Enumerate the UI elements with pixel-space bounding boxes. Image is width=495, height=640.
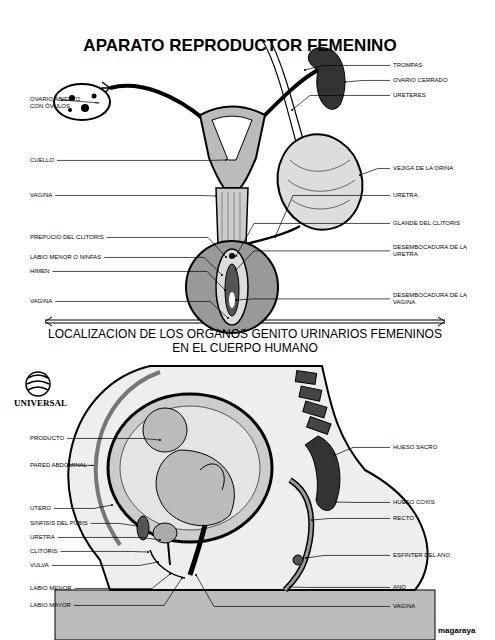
leader-dot bbox=[225, 159, 227, 161]
part-label: VAGINA bbox=[393, 603, 415, 610]
leader-dot bbox=[224, 289, 226, 291]
leader-line bbox=[292, 95, 390, 110]
part-label: HUESO SACRO bbox=[393, 444, 437, 451]
leader-line bbox=[52, 271, 225, 290]
leader-line bbox=[290, 587, 390, 588]
leader-dot bbox=[289, 586, 291, 588]
leader-line bbox=[335, 447, 390, 455]
leader-line bbox=[360, 168, 390, 175]
leader-line bbox=[196, 575, 390, 606]
leader-line bbox=[54, 505, 112, 508]
leader-dot bbox=[157, 561, 159, 563]
leader-line bbox=[91, 523, 137, 526]
part-label: URETERES bbox=[393, 92, 426, 99]
leader-line bbox=[57, 160, 226, 161]
leader-line bbox=[236, 299, 390, 300]
part-label: OVARIO ABIERTO CON ÓVULOS bbox=[30, 96, 92, 110]
part-label: PRODUCTO bbox=[30, 435, 64, 442]
leader-dot bbox=[225, 256, 227, 258]
leader-dot bbox=[235, 255, 237, 257]
part-label: CLITORIS bbox=[30, 548, 58, 555]
part-label: SINFISIS DEL PUBIS bbox=[30, 520, 88, 527]
part-label: ANO bbox=[393, 584, 406, 591]
diagram-title: APARATO REPRODUCTOR FEMENINO bbox=[20, 36, 460, 56]
logo-mark bbox=[26, 372, 50, 396]
leader-dot bbox=[215, 195, 217, 197]
leader-line bbox=[107, 237, 226, 257]
part-label: RECTO bbox=[393, 515, 414, 522]
part-label: VEJIGA DE LA ORINA bbox=[393, 165, 453, 172]
leader-line bbox=[275, 195, 390, 237]
part-label: PREPUCIO DEL CLITORIS bbox=[30, 234, 104, 241]
leader-dot bbox=[221, 274, 223, 276]
leader-dot bbox=[159, 439, 161, 441]
leader-dot bbox=[111, 504, 113, 506]
leader-line bbox=[52, 562, 158, 565]
leader-dot bbox=[311, 519, 313, 521]
part-label: HIMEN bbox=[30, 268, 49, 275]
leader-line bbox=[74, 578, 182, 605]
leader-line bbox=[236, 251, 390, 270]
part-label: CUELLO bbox=[30, 157, 54, 164]
leader-dot bbox=[159, 539, 161, 541]
leader-line bbox=[55, 301, 228, 318]
part-label: LABIO MENOR O NINFAS bbox=[30, 254, 101, 261]
leader-dot bbox=[305, 557, 307, 559]
part-label: URETRA bbox=[30, 534, 55, 541]
leader-dot bbox=[274, 236, 276, 238]
leader-line bbox=[306, 555, 390, 558]
part-label: PARED ABDOMINAL bbox=[30, 462, 87, 469]
part-label: VAGINA bbox=[30, 192, 52, 199]
leader-dot bbox=[235, 269, 237, 271]
leader-dot bbox=[304, 69, 306, 71]
leader-line bbox=[67, 438, 160, 440]
leader-line bbox=[75, 574, 170, 588]
watermark: magaraya bbox=[438, 626, 475, 635]
logo-text: UNIVERSAL bbox=[14, 398, 67, 408]
leader-dot bbox=[335, 501, 337, 503]
part-label: VULVA bbox=[30, 562, 49, 569]
part-label: GLANDE DEL CLITORIS bbox=[393, 220, 460, 227]
part-label: URETRA bbox=[393, 192, 418, 199]
leader-dot bbox=[359, 174, 361, 176]
part-label: ESFINTER DEL ANO bbox=[393, 552, 450, 559]
leader-line bbox=[345, 80, 390, 82]
part-label: VAGINA bbox=[30, 298, 52, 305]
leader-line bbox=[305, 65, 390, 70]
part-label: LABIO MENOR bbox=[30, 585, 72, 592]
part-label: DESEMBOCADURA DE LA VAGINA bbox=[393, 292, 481, 306]
part-label: HUESO COXIS bbox=[393, 499, 435, 506]
frontal-view bbox=[54, 40, 373, 333]
part-label: OVARIO CERRADO bbox=[393, 77, 448, 84]
part-label: DESEMBOCADURA DE LA URETRA bbox=[393, 244, 481, 258]
leader-line bbox=[58, 537, 160, 540]
part-label: TROMPAS bbox=[393, 62, 422, 69]
leader-dot bbox=[181, 577, 183, 579]
leader-dot bbox=[227, 317, 229, 319]
leader-dot bbox=[136, 525, 138, 527]
leader-line bbox=[104, 257, 222, 275]
leader-line bbox=[336, 502, 390, 503]
leader-dot bbox=[334, 454, 336, 456]
part-label: UTERO bbox=[30, 505, 51, 512]
sagittal-view bbox=[55, 366, 435, 640]
leader-line bbox=[312, 518, 390, 520]
leader-dot bbox=[235, 299, 237, 301]
leader-dot bbox=[195, 574, 197, 576]
leader-dot bbox=[344, 81, 346, 83]
section-heading: LOCALIZACION DE LOS ORGANOS GENITO URINA… bbox=[40, 328, 450, 356]
leader-line bbox=[61, 551, 148, 553]
leader-line bbox=[55, 195, 216, 197]
leader-dot bbox=[291, 109, 293, 111]
part-label: LABIO MAYOR bbox=[30, 602, 71, 609]
leader-dot bbox=[169, 573, 171, 575]
leader-dot bbox=[147, 551, 149, 553]
